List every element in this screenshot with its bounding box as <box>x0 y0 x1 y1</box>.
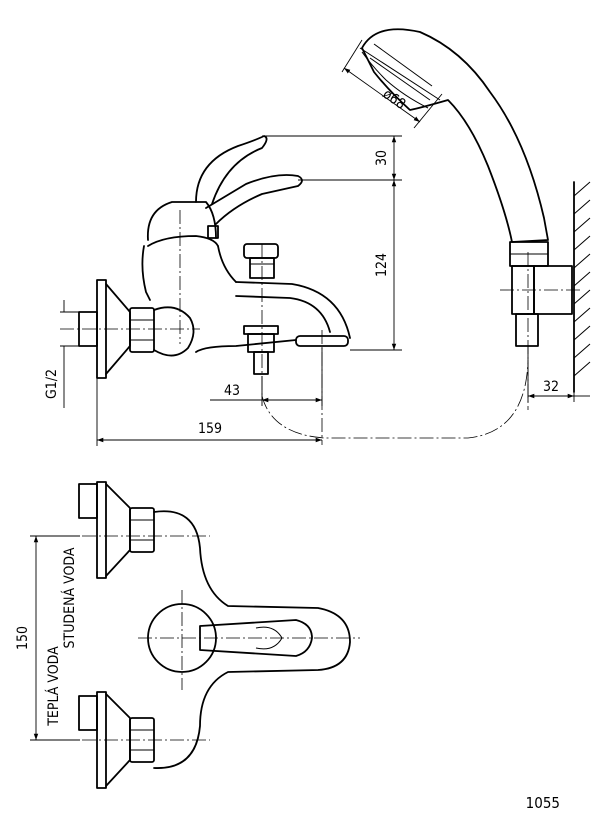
label-cold-water: STUDENÁ VODA <box>61 547 78 648</box>
inlet-cold <box>78 481 155 579</box>
lever-handle <box>147 135 303 241</box>
hand-shower <box>359 28 549 267</box>
dim-thread: G1/2 <box>44 369 60 399</box>
dim-spout-height: 124 <box>374 253 390 277</box>
shower-outlet <box>243 325 279 375</box>
hex-nut <box>129 306 195 357</box>
dim-lever-offset: 30 <box>374 150 390 166</box>
side-view <box>60 28 591 445</box>
dim-diverter-offset: 43 <box>224 383 240 399</box>
dim-wall-offset: 32 <box>543 379 559 395</box>
dim-total-length: 159 <box>198 421 222 437</box>
drawing-number: 1055 <box>526 794 560 812</box>
diverter-knob <box>243 243 279 279</box>
dim-inlet-spacing: 150 <box>15 626 31 650</box>
top-view <box>60 481 360 789</box>
wall <box>573 181 591 393</box>
mixer-body <box>141 235 297 353</box>
shower-hose <box>261 359 529 439</box>
label-hot-water: TEPLÁ VODA <box>45 646 62 727</box>
wall-holder <box>500 252 580 410</box>
body-top-outline <box>153 510 351 769</box>
top-dimensions: 150 STUDENÁ VODA TEPLÁ VODA <box>15 535 80 741</box>
spout <box>235 281 351 347</box>
dim-head-diameter: ø68 <box>380 86 409 113</box>
side-dimensions: ø68 30 124 G1/2 43 159 32 <box>44 39 590 446</box>
